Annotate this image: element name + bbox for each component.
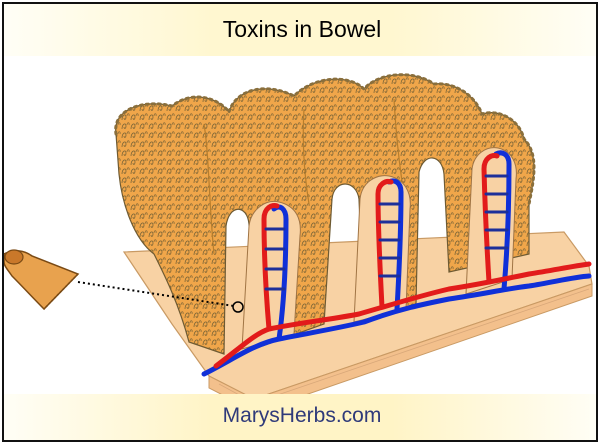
slide-title: Toxins in Bowel — [4, 16, 598, 43]
magnifier-funnel-icon — [4, 250, 78, 309]
intestinal-villi-diagram — [4, 54, 598, 394]
footer-website: MarysHerbs.com — [4, 404, 598, 428]
